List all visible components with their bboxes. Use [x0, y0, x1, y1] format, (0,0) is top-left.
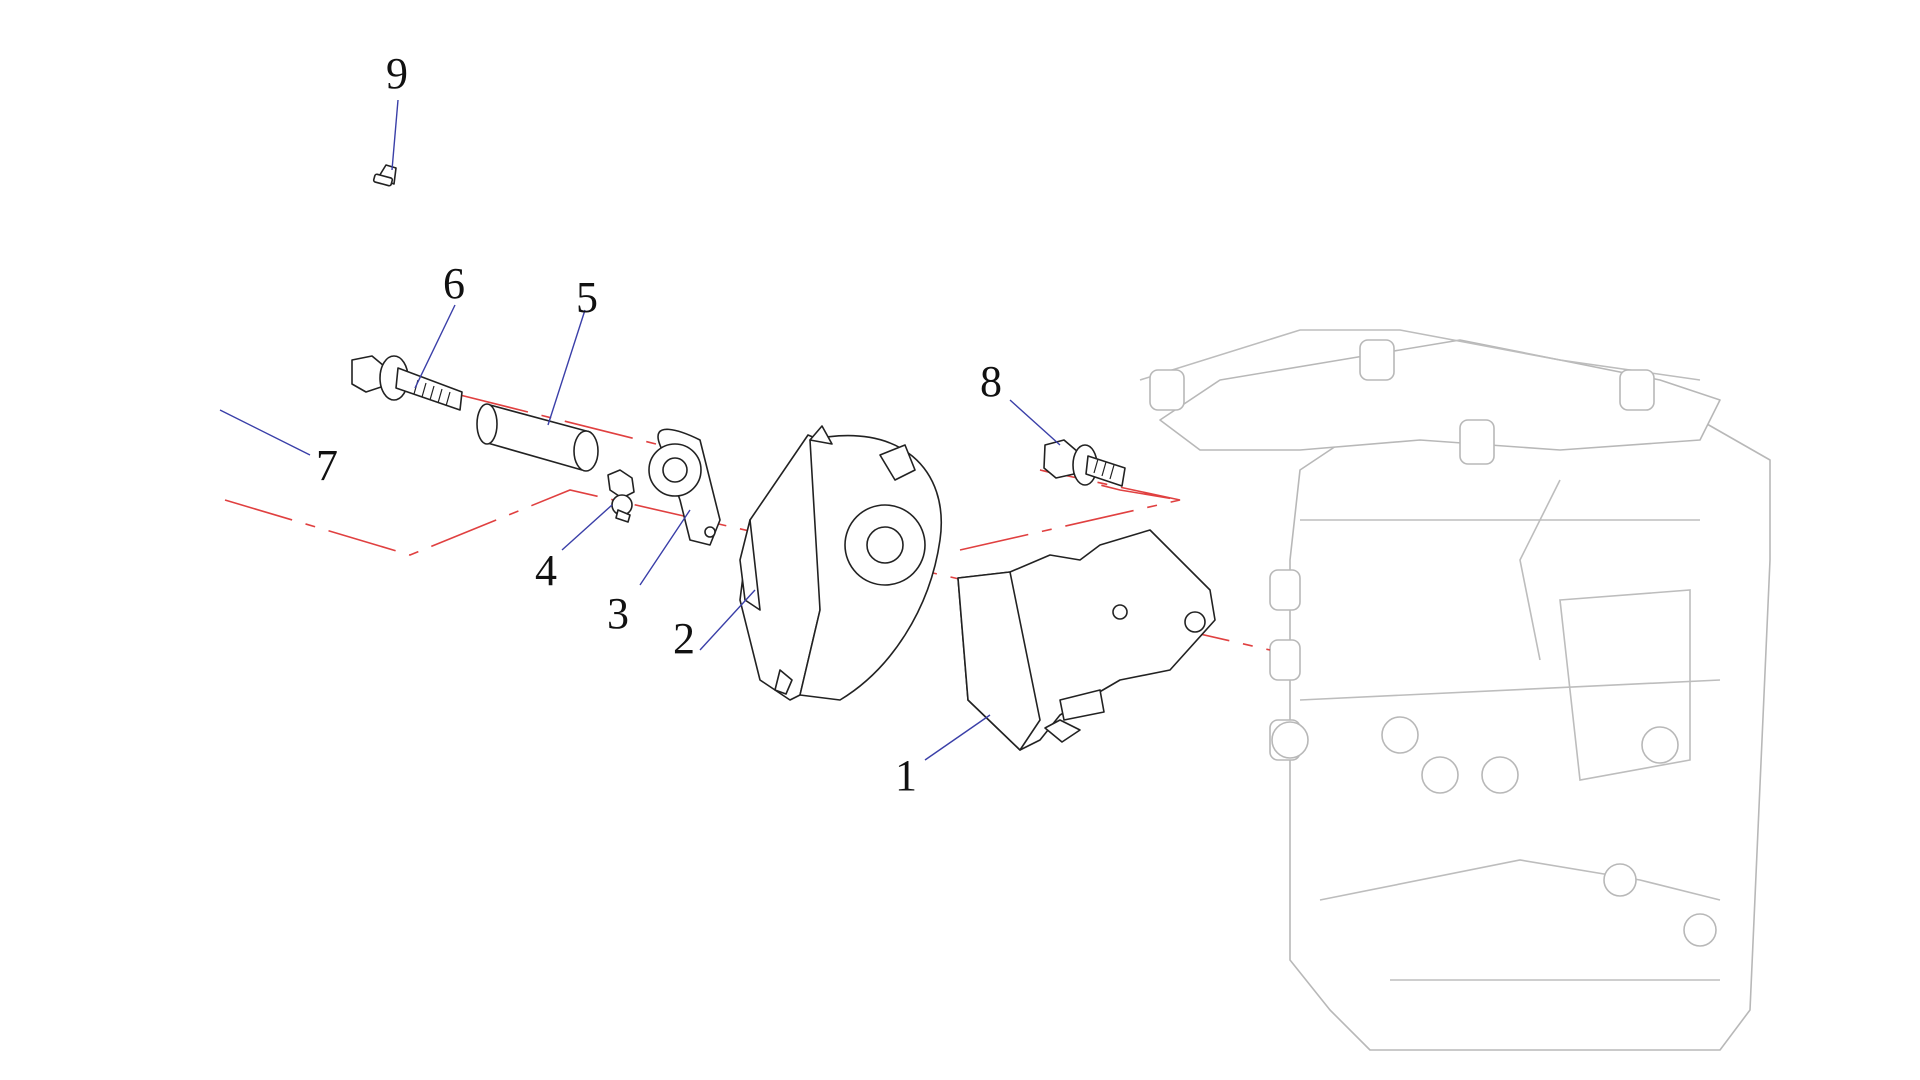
leader-5	[547, 309, 586, 426]
callout-4: 4	[535, 546, 557, 595]
part-6-flange-bolt	[351, 355, 463, 411]
part-5-sleeve	[476, 403, 599, 472]
leader-8	[1009, 399, 1061, 446]
callout-2: 2	[673, 614, 695, 663]
callout-9: 9	[386, 49, 408, 98]
callout-1: 1	[895, 751, 917, 800]
assembly-center-lines	[224, 394, 1271, 651]
part-1-bracket-plate	[957, 529, 1216, 751]
callout-5: 5	[576, 273, 598, 322]
leader-7	[219, 409, 311, 456]
leader-4	[561, 504, 613, 551]
callout-7: 7	[316, 441, 338, 490]
engine-block-outline	[1139, 329, 1771, 1051]
part-3-lever	[648, 428, 721, 546]
callout-6: 6	[443, 259, 465, 308]
callout-3: 3	[607, 589, 629, 638]
part-8-flange-bolt	[1043, 439, 1126, 487]
leader-9	[391, 99, 399, 171]
part-4-nut	[607, 469, 635, 523]
callout-leader-lines	[219, 99, 1061, 761]
callout-8: 8	[980, 357, 1002, 406]
part-2-cam-housing	[739, 425, 942, 701]
part-7-linkage-rod	[198, 187, 384, 502]
leader-3	[639, 509, 691, 586]
callout-numbers: 1 2 3 4 5 6 7 8 9	[316, 49, 1002, 800]
leader-6	[414, 304, 456, 389]
leader-2	[699, 589, 756, 651]
leader-1	[924, 714, 991, 761]
